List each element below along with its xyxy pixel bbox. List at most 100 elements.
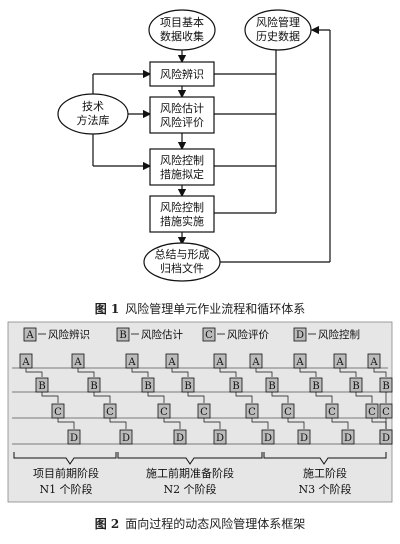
step-box-letter: B xyxy=(184,381,191,392)
step-box-letter: C xyxy=(160,407,168,418)
phase-3-line2: N3 个阶段 xyxy=(298,482,351,496)
step-connector xyxy=(255,368,273,377)
legend-key-d-letter: D xyxy=(296,330,304,341)
step-box-letter: A xyxy=(73,357,82,368)
box-plan-line2: 措施拟定 xyxy=(160,167,204,181)
ellipse-project-data-line1: 项目基本 xyxy=(160,15,204,29)
step-box-letter: B xyxy=(38,381,45,392)
step-box-letter: B xyxy=(144,381,151,392)
legend-key-c xyxy=(202,327,216,342)
step-connector xyxy=(315,392,333,403)
step-connector xyxy=(271,392,289,403)
figure2-caption-text: 面向过程的动态风险管理体系框架 xyxy=(125,517,306,531)
step-box-d xyxy=(261,429,275,445)
step-connector xyxy=(57,418,75,429)
ellipse-summary-line1: 总结与形成 xyxy=(155,247,210,261)
step-box-letter: A xyxy=(21,357,30,368)
step-box-d xyxy=(173,429,187,445)
box-estimate-eval-line1: 风险估计 xyxy=(160,101,204,115)
box-implement xyxy=(149,195,215,233)
ellipse-tech-lib-line2: 方法库 xyxy=(77,113,110,127)
ellipse-tech-lib xyxy=(57,93,129,135)
box-estimate-eval-line2: 风险评价 xyxy=(160,115,204,129)
step-box-letter: D xyxy=(264,433,272,444)
step-connector xyxy=(251,418,269,429)
step-box-letter: C xyxy=(106,407,114,418)
legend-label-d: 风险控制 xyxy=(318,328,360,341)
figure1-diagram xyxy=(92,25,331,263)
step-box-letter: B xyxy=(382,381,389,392)
step-box-letter: B xyxy=(232,381,239,392)
step-box-letter: A xyxy=(335,357,344,368)
ellipse-history-data-line2: 历史数据 xyxy=(256,29,300,43)
step-connector xyxy=(93,392,111,403)
ellipse-history-data xyxy=(244,9,312,51)
step-box-letter: C xyxy=(368,407,376,418)
figure2-caption-number: 图 2 xyxy=(94,517,120,531)
step-box-d xyxy=(341,429,355,445)
box-plan-line1: 风险控制 xyxy=(160,153,204,167)
step-box-d xyxy=(379,429,393,445)
phase-1-line2: N1 个阶段 xyxy=(39,482,92,496)
step-box-letter: A xyxy=(251,357,260,368)
step-box-letter: C xyxy=(328,407,336,418)
box-implement-line1: 风险控制 xyxy=(160,200,204,214)
step-connector xyxy=(25,368,43,377)
legend-key-d xyxy=(293,327,307,342)
step-connector xyxy=(299,368,317,377)
phase-2-line1: 施工前期准备阶段 xyxy=(146,466,234,480)
step-connector xyxy=(355,392,373,403)
ellipse-tech-lib-line1: 技术 xyxy=(82,100,104,113)
ellipse-summary-line2: 归档文件 xyxy=(160,261,204,275)
step-connector xyxy=(77,368,95,377)
phase-braces xyxy=(13,452,387,465)
step-box-letter: C xyxy=(54,407,62,418)
step-connector xyxy=(163,418,181,429)
step-connector xyxy=(287,418,305,429)
step-box-letter: A xyxy=(215,357,224,368)
step-connector xyxy=(147,392,165,403)
step-box-letter: B xyxy=(352,381,359,392)
legend: A 风险辨识 B 风险估计 C 风险评价 D 风险控制 xyxy=(23,327,360,342)
box-identify-label: 风险辨识 xyxy=(160,67,204,81)
step-connector xyxy=(203,418,221,429)
ellipse-project-data-line2: 数据收集 xyxy=(160,29,204,43)
step-box-letter: D xyxy=(382,433,390,444)
step-box-letter: A xyxy=(369,357,378,368)
step-connector xyxy=(109,418,127,429)
step-box-letter: D xyxy=(70,433,78,444)
step-box-letter: A xyxy=(295,357,304,368)
legend-label-c: 风险评价 xyxy=(227,328,269,341)
step-box-letter: C xyxy=(382,407,390,418)
step-box-letter: D xyxy=(216,433,224,444)
step-box-letter: C xyxy=(284,407,292,418)
legend-key-a-letter: A xyxy=(25,330,34,341)
ellipse-history-data-line1: 风险管理 xyxy=(256,15,300,29)
ellipse-summary xyxy=(143,242,221,282)
step-box-d xyxy=(67,429,81,445)
step-connector xyxy=(131,368,149,377)
figure1-caption-number: 图 1 xyxy=(94,302,120,316)
step-box-letter: B xyxy=(312,381,319,392)
phase-2-line2: N2 个阶段 xyxy=(163,482,216,496)
box-estimate-eval xyxy=(149,96,215,134)
step-connector xyxy=(219,368,237,377)
step-connector xyxy=(339,368,357,377)
step-connector xyxy=(373,368,387,377)
legend-key-a xyxy=(23,327,37,342)
legend-label-b: 风险估计 xyxy=(141,328,183,341)
step-box-letter: D xyxy=(344,433,352,444)
step-box-letter: D xyxy=(176,433,184,444)
step-box-letter: D xyxy=(122,433,130,444)
legend-key-c-letter: C xyxy=(205,330,213,341)
step-box-letter: C xyxy=(200,407,208,418)
box-plan xyxy=(149,148,215,186)
step-connector xyxy=(41,392,59,403)
box-implement-line2: 措施实施 xyxy=(160,214,204,228)
phase-1-line1: 项目前期阶段 xyxy=(33,466,99,480)
figure2-caption: 图 2 面向过程的动态风险管理体系框架 xyxy=(0,515,400,532)
step-connector xyxy=(187,392,205,403)
step-box-letter: A xyxy=(167,357,176,368)
